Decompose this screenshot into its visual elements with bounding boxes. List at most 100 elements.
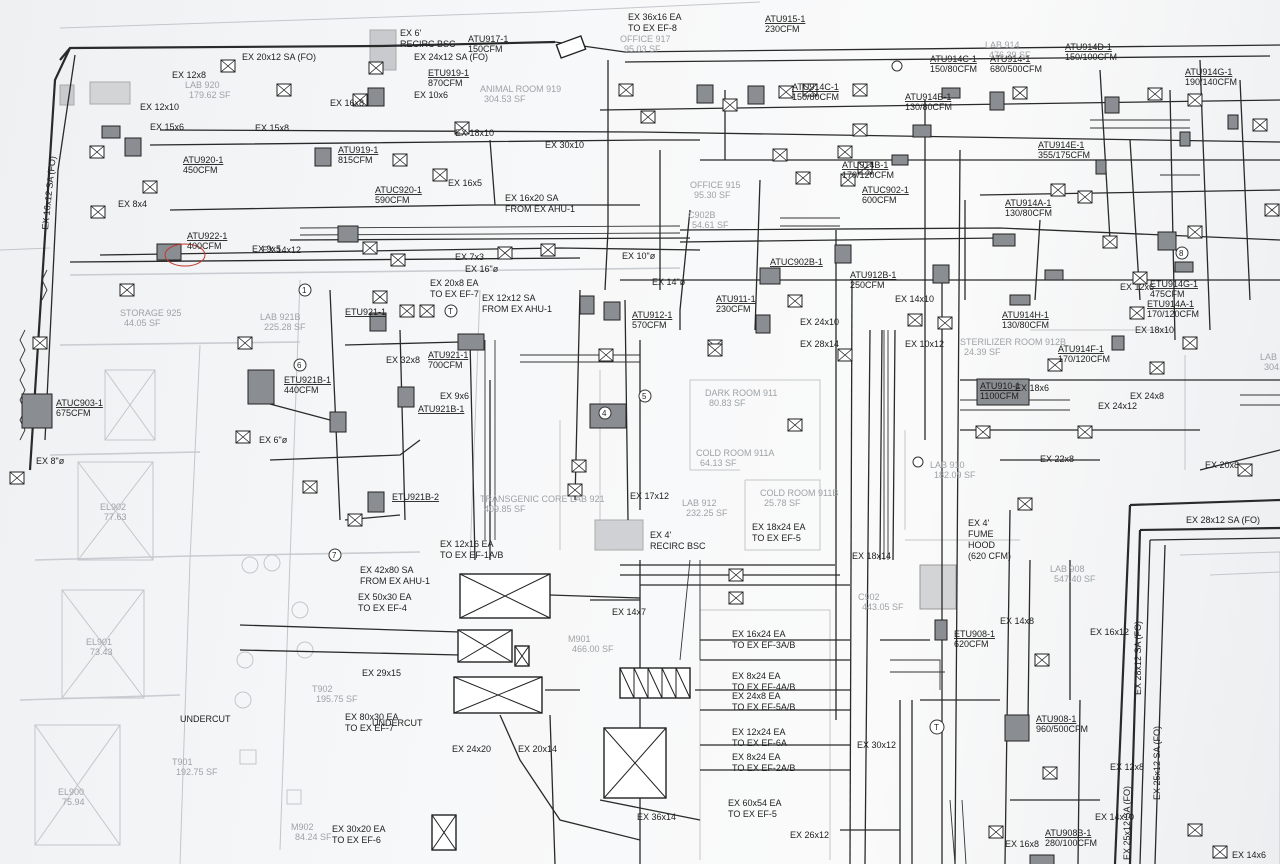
duct-size-17: EX 6"ø xyxy=(259,435,288,445)
note-5-line2: FROM EX AHU-1 xyxy=(360,576,430,586)
unit-tag-etu908: ETU908-1 xyxy=(954,629,995,639)
note-1-line1: EX 16x20 SA xyxy=(505,193,559,203)
unit-tag-atu922: ATU922-1 xyxy=(187,231,227,241)
duct-size-19: EX 9x6 xyxy=(440,391,469,401)
unit-cfm-atu914: 680/500CFM xyxy=(990,64,1042,74)
diffuser-x-37 xyxy=(1129,306,1145,320)
diffuser-x-11 xyxy=(362,241,378,255)
detail-markers: 1 4 5 6 7 8 T T xyxy=(164,60,1189,735)
duct-size-16: EX 8"ø xyxy=(36,456,65,466)
unit-cfm-atu919: 815CFM xyxy=(338,155,373,165)
room-area-8: 64.13 SF xyxy=(700,458,737,468)
unit-cfm-atu914g1: 190/140CFM xyxy=(1185,77,1237,87)
unit-tag-etu921b2: ETU921B-2 xyxy=(392,492,439,502)
svg-text:6: 6 xyxy=(297,361,302,370)
duct-size-2: EX 15x6 xyxy=(150,122,184,132)
duct-size-23: EX 24x20 xyxy=(452,744,491,754)
note-4-line1: EX 12x16 EA xyxy=(440,539,494,549)
unit-cfm-atu917: 150CFM xyxy=(468,44,503,54)
diffuser-x-14 xyxy=(540,243,556,257)
room-area-4: 44.05 SF xyxy=(124,318,161,328)
room-name-21: LAB 914 xyxy=(985,40,1020,50)
duct-size-43: EX 16x8 xyxy=(1005,839,1039,849)
svg-text:7: 7 xyxy=(332,551,337,560)
room-area-12: 304.96 SF xyxy=(1264,362,1280,372)
duct-size-29: EX 28x14 xyxy=(800,339,839,349)
room-area-9: 232.25 SF xyxy=(686,508,728,518)
duct-size-36: EX 18x10 xyxy=(1135,325,1174,335)
diffuser-x-13 xyxy=(497,246,513,260)
note-8-line2: TO EX EF-6 xyxy=(332,835,381,845)
diffuser-x-19 xyxy=(802,83,818,97)
duct-size-22: EX 29x15 xyxy=(362,668,401,678)
note-13-line2: TO EX EF-6A xyxy=(732,738,787,748)
diffuser-x-52 xyxy=(1237,463,1253,477)
diffuser-x-2 xyxy=(276,83,292,97)
note-16-line2: RECIRC BSC xyxy=(650,541,706,551)
diffuser-x-18 xyxy=(778,85,794,99)
duct-size-44: EX 14x6 xyxy=(1232,850,1266,860)
room-name-10: COLD ROOM 911B xyxy=(760,488,838,498)
note-10-line1: EX 16x24 EA xyxy=(732,629,786,639)
diffuser-x-25 xyxy=(852,123,868,137)
note-23: EX 24x12 SA (FO) xyxy=(414,52,488,62)
unit-cfm-atu921: 700CFM xyxy=(428,360,463,370)
unit-tag-atu914b2: ATU914B-1 xyxy=(842,160,888,170)
note-5-line1: EX 42x80 SA xyxy=(360,565,414,575)
diffuser-x-60 xyxy=(837,348,853,362)
room-area-1: 304.53 SF xyxy=(484,94,526,104)
unit-cfm-atu914f: 170/120CFM xyxy=(1058,354,1110,364)
diffuser-x-57 xyxy=(975,425,991,439)
unit-cfm-atu914e: 355/175CFM xyxy=(1038,150,1090,160)
room-area-20: 54.61 SF xyxy=(692,220,729,230)
duct-size-28: EX 18x14 xyxy=(852,551,891,561)
unit-tag-atuc903: ATUC903-1 xyxy=(56,398,103,408)
duct-size-38: EX 12x6 xyxy=(1120,282,1154,292)
note-18-line2: FUME xyxy=(968,529,994,539)
unit-tag-atu914: ATU914-1 xyxy=(990,54,1030,64)
note-9-line2: TO EX EF-5 xyxy=(752,533,801,543)
duct-size-37: EX 24x8 xyxy=(1130,391,1164,401)
unit-tag-etu921b: ETU921B-1 xyxy=(284,375,331,385)
note-18-line3: HOOD xyxy=(968,540,996,550)
duct-size-6: EX 16x8 xyxy=(330,98,364,108)
room-area-21: 476.39 SF xyxy=(989,50,1031,60)
duct-size-39: EX 14x8 xyxy=(1000,616,1034,626)
diffuser-x-64 xyxy=(1042,766,1058,780)
note-12-line2: TO EX EF-5A/B xyxy=(732,702,795,712)
unit-tag-atu914c1: ATU914C-1 xyxy=(792,82,839,92)
diffuser-x-53 xyxy=(1149,361,1165,375)
unit-cfm-atu908: 960/500CFM xyxy=(1036,724,1088,734)
note-3-line1: EX 12x12 SA xyxy=(482,293,536,303)
unit-cfm-atu911: 230CFM xyxy=(716,304,751,314)
room-name-6: TRANSGENIC CORE LAB 921 xyxy=(480,494,605,504)
note-14-line2: TO EX EF-2A/B xyxy=(732,763,795,773)
unit-cfm-atu914c: 150/80CFM xyxy=(930,64,977,74)
unit-tag-etu919: ETU919-1 xyxy=(428,68,469,78)
unit-tag-atu914a: ATU914A-1 xyxy=(1005,198,1051,208)
room-name-23: EL901 xyxy=(86,637,112,647)
room-area-15: 466.00 SF xyxy=(572,644,614,654)
duct-size-7: EX 10x6 xyxy=(414,90,448,100)
duct-size-40: EX 16x12 xyxy=(1090,627,1129,637)
unit-cfm-etu919: 870CFM xyxy=(428,78,463,88)
room-area-16: 195.75 SF xyxy=(316,694,358,704)
unit-tag-atu908b: ATU908B-1 xyxy=(1045,828,1091,838)
room-area-3: 95.30 SF xyxy=(694,190,731,200)
room-name-17: T901 xyxy=(172,757,193,767)
room-area-6: 409.85 SF xyxy=(484,504,526,514)
exhaust-boxes xyxy=(9,35,1280,859)
room-name-13: LAB 908 xyxy=(1050,564,1085,574)
diffuser-x-22 xyxy=(772,148,788,162)
svg-text:5: 5 xyxy=(642,392,647,401)
room-area-0: 179.62 SF xyxy=(189,90,231,100)
unit-tag-atu908: ATU908-1 xyxy=(1036,714,1076,724)
note-0-line2: TO EX EF-8 xyxy=(628,23,677,33)
note-2-line2: TO EX EF-7 xyxy=(430,289,479,299)
unit-tag-atu914b: ATU914B-1 xyxy=(905,92,951,102)
duct-size-20: EX 17x12 xyxy=(630,491,669,501)
duct-size-26: EX 26x12 xyxy=(790,830,829,840)
undercut-note: UNDERCUT xyxy=(372,718,423,728)
diffuser-x-23 xyxy=(795,171,811,185)
